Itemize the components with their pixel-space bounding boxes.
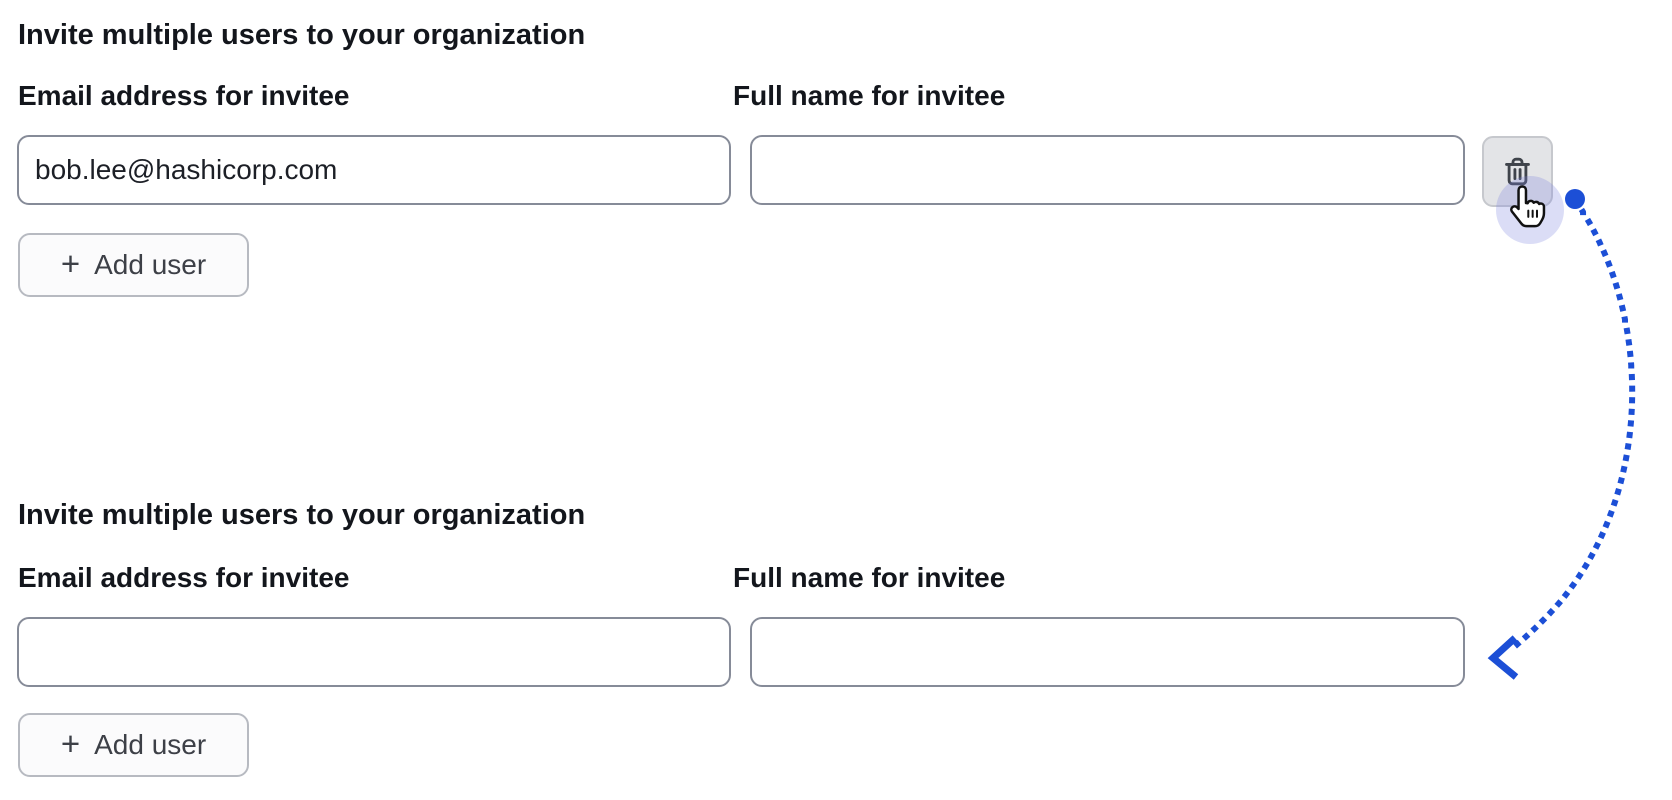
- add-user-button-after[interactable]: + Add user: [18, 713, 249, 777]
- plus-icon: +: [60, 245, 81, 282]
- curved-dotted-arrow: [1509, 207, 1636, 652]
- email-field-label: Email address for invitee: [18, 80, 350, 111]
- plus-icon: +: [60, 725, 81, 762]
- arrow-start-dot: [1565, 189, 1585, 209]
- email-field-after[interactable]: [17, 617, 731, 687]
- name-field-label: Full name for invitee: [733, 80, 1006, 111]
- delete-row-button[interactable]: [1482, 136, 1553, 207]
- page-title: Invite multiple users to your organizati…: [18, 19, 586, 51]
- add-user-button[interactable]: + Add user: [18, 233, 249, 297]
- trash-icon: [1505, 157, 1530, 186]
- add-user-label: Add user: [94, 729, 207, 760]
- full-name-field[interactable]: [750, 135, 1465, 205]
- add-user-label: Add user: [94, 249, 207, 280]
- name-field-label-after: Full name for invitee: [733, 562, 1006, 593]
- full-name-field-after[interactable]: [750, 617, 1465, 687]
- arrowhead: [1487, 635, 1519, 680]
- page-title-after: Invite multiple users to your organizati…: [18, 499, 586, 531]
- email-field-label-after: Email address for invitee: [18, 562, 350, 593]
- email-field[interactable]: [17, 135, 731, 205]
